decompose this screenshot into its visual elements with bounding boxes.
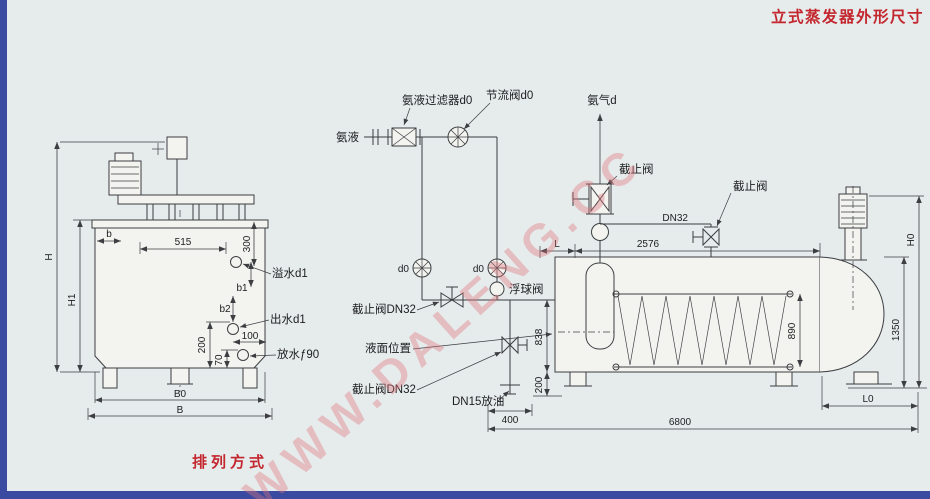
end-pump-assembly-icon [819,186,892,385]
dn32-label: DN32 [662,213,688,224]
arrangement-caption: 排列方式 [192,453,268,471]
throttle-valve-icon [447,126,469,148]
ammonia-gas-label: 氨气d [587,93,616,107]
stop-valve-dn32-upper-icon [440,286,464,308]
accumulator-drum-icon [585,262,615,350]
overflow-label: 溢水d1 [272,266,308,280]
dim-70: 70 [214,354,225,366]
stop-valve-dn32-lower-icon [501,335,528,355]
ammonia-filter-icon [387,127,421,147]
piping-labels: 氨液 氨液过滤器d0 节流阀d0 氨气d 截止阀 截止阀 DN32 d0 d0 … [336,88,768,408]
dim-b2: b2 [219,304,231,315]
dim-L0: L0 [862,394,874,405]
throttle-label: 节流阀d0 [486,88,533,102]
stop-valve-main-icon [572,183,614,215]
bottom-border-strip [0,491,930,499]
left-view-vessel [91,136,269,392]
stop-valve-right-icon [692,226,720,248]
d0-label-a: d0 [398,264,410,275]
dim-b1: b1 [236,283,248,294]
overflow-port-icon [230,256,242,268]
dim-200-right: 200 [534,376,545,393]
liquid-level-label: 液面位置 [365,341,411,355]
oil-drain-label: DN15放油 [452,394,504,408]
stop-valve-dn32-upper-label: 截止阀DN32 [352,302,416,316]
dim-300: 300 [242,235,253,252]
stop-valve-dn32-lower-label: 截止阀DN32 [352,382,416,396]
stop-valve-left-label: 截止阀 [619,162,654,176]
filter-label: 氨液过滤器d0 [402,93,472,107]
outlet-label: 出水d1 [270,312,306,326]
ammonia-liquid-label: 氨液 [336,130,359,144]
dim-B: B [177,405,184,416]
evaporator-coil-icon [612,290,794,371]
dim-H0: H0 [906,233,917,246]
dim-H: H [44,253,55,260]
dim-400: 400 [502,415,519,426]
stop-valve-right-label: 截止阀 [733,179,768,193]
float-valve-icon [489,281,505,297]
outlet-port-icon [227,323,239,335]
d0-valve-right-icon [487,258,507,278]
dim-1350: 1350 [891,318,902,341]
agitator-drive-icon [152,136,188,195]
dim-6800: 6800 [669,417,692,428]
agitator-motor-icon [108,152,142,196]
dim-B0: B0 [174,389,187,400]
dim-890: 890 [787,322,798,339]
float-valve-label: 浮球阀 [509,282,544,296]
dim-100: 100 [242,331,259,342]
dim-H1: H1 [67,293,78,306]
left-view-dimensions: H H1 b 515 300 溢水d1 b1 b2 出水d1 100 放水ƒ90 [44,141,319,420]
piping-network [364,114,720,395]
page-title: 立式蒸发器外形尺寸 [771,7,924,26]
dim-L: L [554,239,560,250]
left-border-strip [0,0,7,499]
horizontal-evaporator-tank [554,186,892,387]
right-view-dimensions: L 2576 838 200 400 890 1350 H0 L0 6800 [487,195,927,433]
dim-2576: 2576 [637,239,660,250]
dim-200: 200 [197,336,208,353]
d0-valve-left-icon [412,258,432,278]
drain-label: 放水ƒ90 [277,347,319,361]
dim-515: 515 [175,237,192,248]
drain-port-icon [237,349,249,361]
d0-label-b: d0 [473,264,485,275]
dim-838: 838 [534,328,545,345]
dim-b: b [106,229,112,240]
